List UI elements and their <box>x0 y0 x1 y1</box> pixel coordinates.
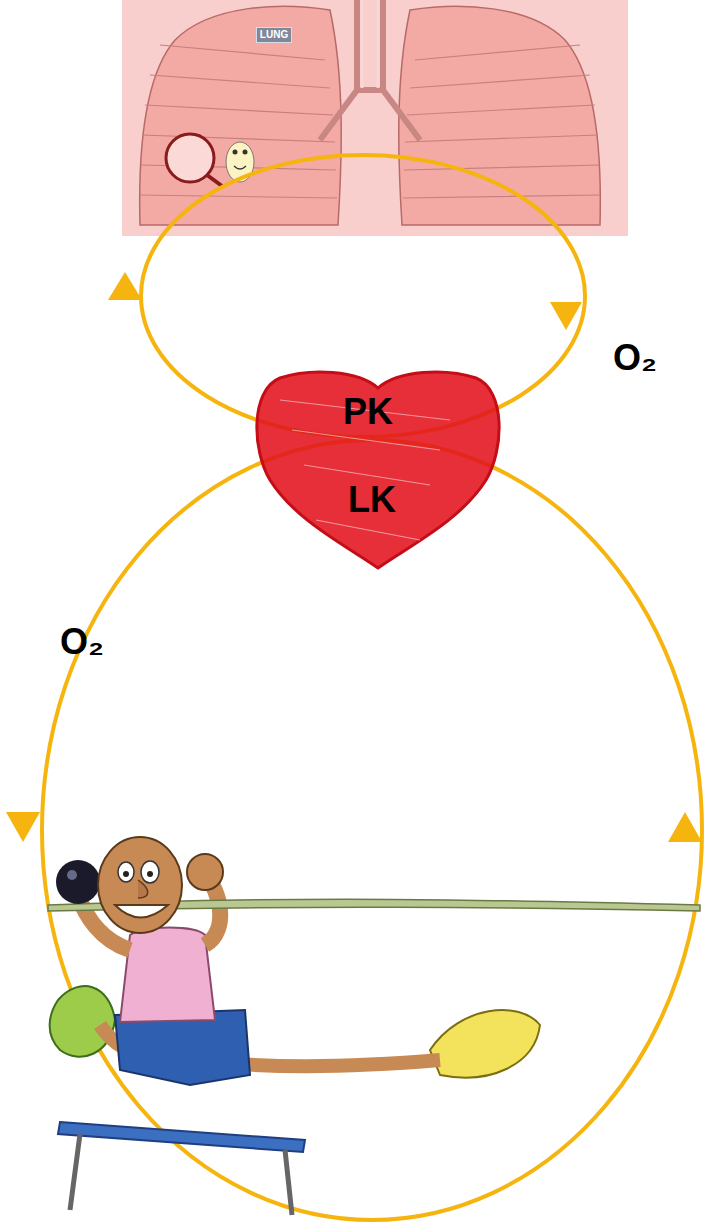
chamber-label: PK <box>343 392 393 432</box>
athlete-cartoon <box>48 837 700 1215</box>
gas-label: O₂ <box>60 622 104 662</box>
organ-tag: LUNG <box>256 27 292 43</box>
chamber-label: LK <box>348 480 396 520</box>
heart-shape: PK LK <box>250 370 506 570</box>
circulation-loop <box>42 155 702 1220</box>
arrowhead <box>6 272 702 842</box>
gas-label: O₂ <box>613 338 657 378</box>
heart-fill <box>257 372 499 568</box>
lungs <box>140 0 601 225</box>
